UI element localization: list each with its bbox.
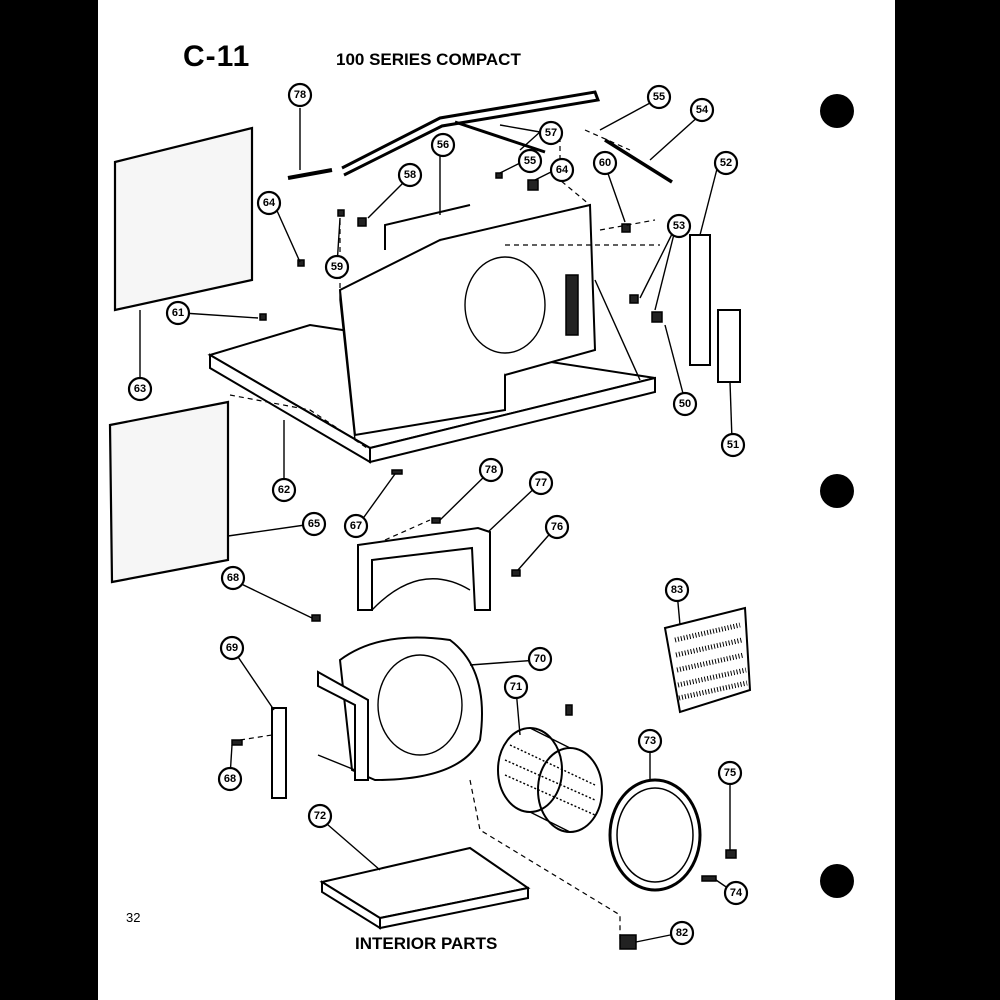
callout-83: 83 — [664, 577, 690, 603]
top-rail-57 — [341, 90, 601, 177]
callout-56: 56 — [430, 132, 456, 158]
page-title: 100 SERIES COMPACT — [336, 50, 521, 69]
svg-text:64: 64 — [263, 197, 276, 209]
svg-text:51: 51 — [727, 439, 739, 451]
svg-text:76: 76 — [551, 521, 563, 533]
leader-lines — [139, 102, 736, 943]
callout-78: 78 — [478, 457, 504, 483]
callout-57: 57 — [538, 120, 564, 146]
svg-text:68: 68 — [224, 773, 236, 785]
svg-text:55: 55 — [524, 155, 536, 167]
svg-text:67: 67 — [350, 520, 362, 532]
filter-screen-83 — [663, 606, 752, 714]
orifice-ring-73 — [608, 778, 702, 892]
callout-74: 74 — [723, 880, 749, 906]
bracket-51 — [717, 309, 741, 383]
callout-75: 75 — [717, 760, 743, 786]
callout-63: 63 — [127, 376, 153, 402]
svg-text:64: 64 — [556, 164, 569, 176]
callout-64-top: 64 — [549, 157, 575, 183]
callout-50: 50 — [672, 391, 698, 417]
callout-58: 58 — [397, 162, 423, 188]
fasteners — [231, 172, 737, 950]
svg-text:75: 75 — [724, 767, 736, 779]
svg-text:55: 55 — [653, 91, 665, 103]
svg-text:61: 61 — [172, 307, 184, 319]
bracket-52 — [689, 234, 711, 366]
callout-55-top: 55 — [646, 84, 672, 110]
svg-text:53: 53 — [673, 220, 685, 232]
svg-text:69: 69 — [226, 642, 238, 654]
rail-brace — [454, 120, 546, 154]
svg-text:65: 65 — [308, 518, 320, 530]
callout-77: 77 — [528, 470, 554, 496]
callout-59: 59 — [324, 254, 350, 280]
svg-text:54: 54 — [696, 104, 709, 116]
blower-scroll-70 — [317, 636, 483, 782]
svg-text:70: 70 — [534, 653, 546, 665]
callout-79: 78 — [287, 82, 313, 108]
svg-text:58: 58 — [404, 169, 416, 181]
svg-text:62: 62 — [278, 484, 290, 496]
svg-text:52: 52 — [720, 157, 732, 169]
callout-71: 71 — [503, 674, 529, 700]
callout-68: 68 — [217, 766, 243, 792]
svg-text:59: 59 — [331, 261, 343, 273]
callout-55: 55 — [517, 148, 543, 174]
support-bracket-77 — [357, 526, 491, 611]
callout-52: 52 — [713, 150, 739, 176]
bulkhead-assembly — [338, 203, 641, 441]
callout-53: 53 — [666, 213, 692, 239]
callout-67: 67 — [343, 513, 369, 539]
section-title: INTERIOR PARTS — [355, 934, 498, 953]
base-plate-72 — [319, 846, 531, 930]
svg-text:78: 78 — [294, 89, 306, 101]
callout-62: 62 — [271, 477, 297, 503]
bracket-69 — [271, 707, 287, 799]
side-panel-63 — [113, 126, 254, 312]
callout-72: 72 — [307, 803, 333, 829]
svg-text:50: 50 — [679, 398, 691, 410]
callout-69: 69 — [219, 635, 245, 661]
svg-text:68: 68 — [227, 572, 239, 584]
callout-64: 64 — [256, 190, 282, 216]
callout-61: 61 — [165, 300, 191, 326]
tube-56 — [384, 204, 471, 250]
front-panel-65 — [108, 400, 230, 584]
svg-text:82: 82 — [676, 927, 688, 939]
svg-text:73: 73 — [644, 735, 656, 747]
callout-51: 51 — [720, 432, 746, 458]
page-number: 32 — [126, 910, 141, 925]
svg-text:60: 60 — [599, 157, 611, 169]
svg-text:72: 72 — [314, 810, 326, 822]
rod-54 — [604, 138, 673, 184]
callout-73: 73 — [637, 728, 663, 754]
callout-70: 70 — [527, 646, 553, 672]
svg-text:56: 56 — [437, 139, 449, 151]
callout-65: 65 — [301, 511, 327, 537]
callout-82: 82 — [669, 920, 695, 946]
callout-60: 60 — [592, 150, 618, 176]
callout-68-top: 68 — [220, 565, 246, 591]
figure-code: C-11 — [183, 40, 251, 73]
svg-text:77: 77 — [535, 477, 547, 489]
svg-text:63: 63 — [134, 383, 146, 395]
svg-text:57: 57 — [545, 127, 557, 139]
callout-76: 76 — [544, 514, 570, 540]
svg-text:71: 71 — [510, 681, 522, 693]
svg-text:78: 78 — [485, 464, 497, 476]
rod-79 — [287, 168, 333, 180]
svg-text:74: 74 — [730, 887, 743, 899]
svg-text:83: 83 — [671, 584, 683, 596]
blower-wheel-71 — [497, 727, 603, 833]
callout-54: 54 — [689, 97, 715, 123]
